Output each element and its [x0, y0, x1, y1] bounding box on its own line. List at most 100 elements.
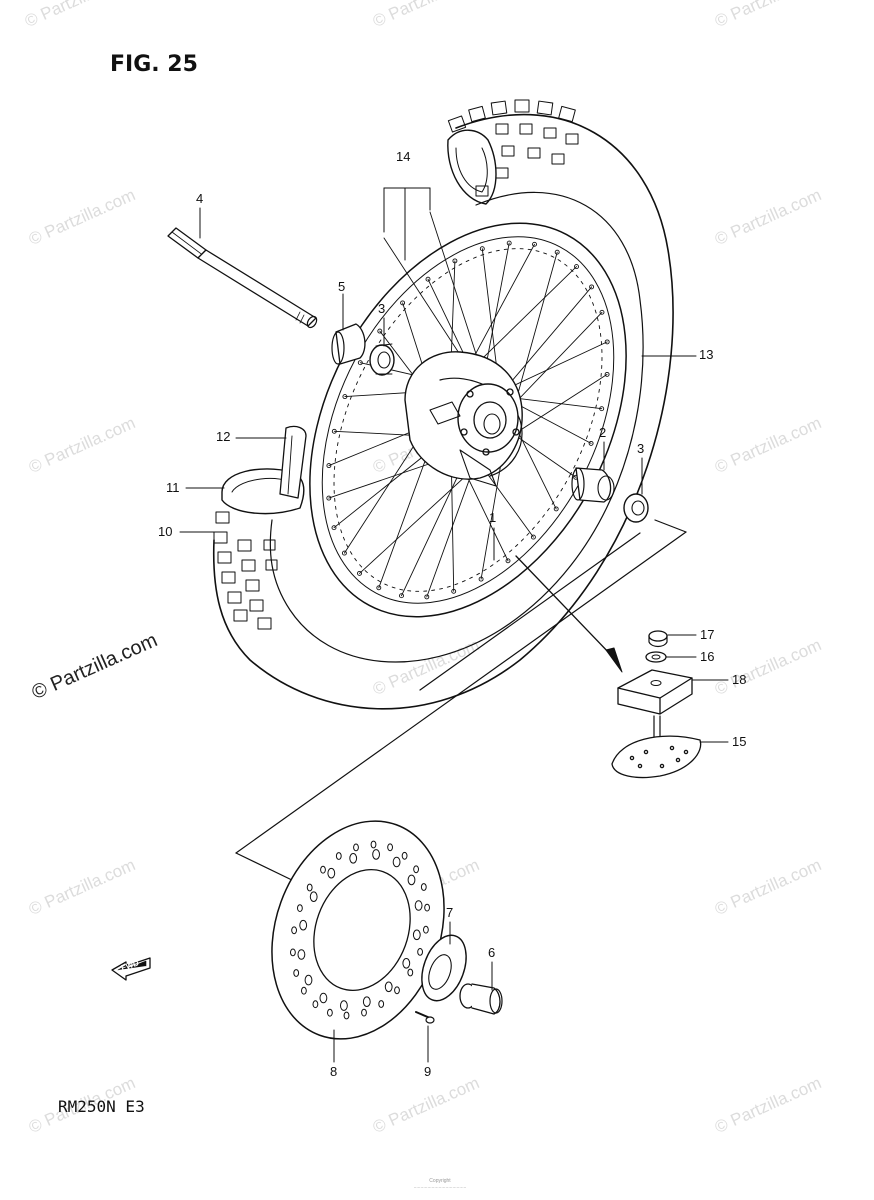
tube-section	[221, 425, 307, 515]
tread-blocks-top	[447, 99, 579, 197]
disc-hole	[312, 1000, 319, 1009]
bearing-right	[623, 493, 649, 523]
fwd-arrow-icon	[111, 957, 151, 981]
disc-hole	[402, 958, 411, 969]
disc-hole	[293, 969, 300, 977]
disc-hole	[407, 874, 416, 886]
callout-6: 6	[488, 945, 496, 960]
spoke-nipple	[599, 309, 605, 315]
disc-hole	[361, 1008, 367, 1017]
spoke-nipple	[532, 241, 537, 247]
disc-hole	[394, 986, 400, 995]
spoke-nipple	[451, 588, 457, 594]
spoke-nipple	[399, 593, 404, 599]
disc-hole	[401, 851, 408, 860]
spoke-nipple	[326, 463, 332, 469]
loose-spoke	[429, 211, 479, 361]
spoke-nipple	[554, 249, 560, 255]
disc-hole	[370, 840, 377, 849]
callout-17: 17	[700, 627, 715, 642]
spoke-nipple	[604, 371, 610, 377]
callout-3-lower: 3	[637, 441, 645, 456]
spoke-nipple	[588, 440, 594, 446]
spoke-nipple	[553, 506, 559, 512]
callout-7: 7	[446, 905, 454, 920]
disc-hole	[304, 974, 313, 986]
callout-13: 13	[699, 347, 714, 362]
tread-blocks-bottom	[213, 511, 278, 630]
spoke-nipple	[376, 585, 382, 591]
spoke-nipple	[479, 246, 485, 252]
disc-hole	[372, 849, 381, 860]
leader-lines	[179, 187, 729, 1063]
collar	[459, 983, 503, 1015]
copyright-line: Copyright	[429, 1178, 451, 1184]
callout-10: 10	[158, 524, 173, 539]
spoke-nipple	[589, 284, 595, 290]
section-outline	[235, 519, 687, 883]
disc-hole	[412, 929, 421, 941]
disc-hole	[306, 883, 313, 892]
disc-hole	[290, 948, 296, 957]
disc-hole	[327, 1008, 333, 1017]
copyright-footer: Copyright ..............................…	[360, 1178, 520, 1190]
spoke-nipple	[599, 406, 605, 412]
callout-9: 9	[424, 1064, 432, 1079]
disc-hole	[319, 992, 328, 1004]
spoke	[499, 286, 593, 396]
model-code: RM250N E3	[58, 1097, 145, 1116]
spoke-nipple	[377, 328, 383, 334]
disc-hole	[424, 903, 431, 912]
spacer-left	[331, 323, 366, 365]
spoke-nipple	[342, 394, 348, 400]
callout-12: 12	[216, 429, 231, 444]
disc-hole	[297, 949, 306, 960]
disc-hole	[343, 1011, 350, 1020]
disc-hole	[420, 883, 427, 891]
copyright-line: ......................................	[413, 1184, 467, 1190]
spoke-nipple	[424, 594, 430, 600]
disc-hole	[387, 843, 394, 852]
disc-hole	[291, 926, 298, 935]
axle	[167, 227, 318, 329]
spoke-nipple	[530, 534, 536, 540]
disc-hole	[297, 904, 303, 912]
callout-3-upper: 3	[378, 301, 386, 316]
disc-hole	[413, 865, 420, 874]
disc-hole	[414, 900, 423, 911]
disc-hole	[353, 843, 359, 852]
callout-14: 14	[396, 149, 411, 164]
callout-4: 4	[196, 191, 204, 206]
disc-bolt	[415, 1011, 435, 1024]
rim-lock-pointer	[515, 555, 623, 673]
loose-spoke	[383, 237, 471, 371]
spoke-nipple	[604, 339, 610, 345]
spoke-nipple	[357, 570, 362, 576]
spoke-nipple	[331, 525, 337, 531]
rim-lock-parts	[611, 630, 702, 779]
disc-hole	[392, 856, 401, 868]
spoke-nipple	[425, 276, 431, 282]
callout-18: 18	[732, 672, 747, 687]
spoke-nipple	[505, 558, 511, 564]
hub	[404, 351, 523, 487]
disc-hole	[299, 919, 308, 931]
disc-hole	[320, 865, 326, 874]
disc-hole	[362, 996, 371, 1008]
tire	[212, 99, 674, 710]
callout-1: 1	[489, 510, 497, 525]
callout-2: 2	[599, 425, 607, 440]
spacer-right	[571, 467, 615, 503]
spoke-nipple	[478, 576, 484, 582]
spoke-nipple	[357, 360, 363, 366]
callout-11: 11	[166, 480, 180, 495]
spoke-nipple	[331, 428, 337, 434]
callout-15: 15	[732, 734, 747, 749]
spoke-nipple	[574, 264, 579, 270]
spoke-nipple	[326, 495, 332, 501]
disc-hole	[423, 925, 429, 934]
spoke-nipple	[341, 550, 347, 556]
spoke-nipple	[400, 300, 406, 306]
